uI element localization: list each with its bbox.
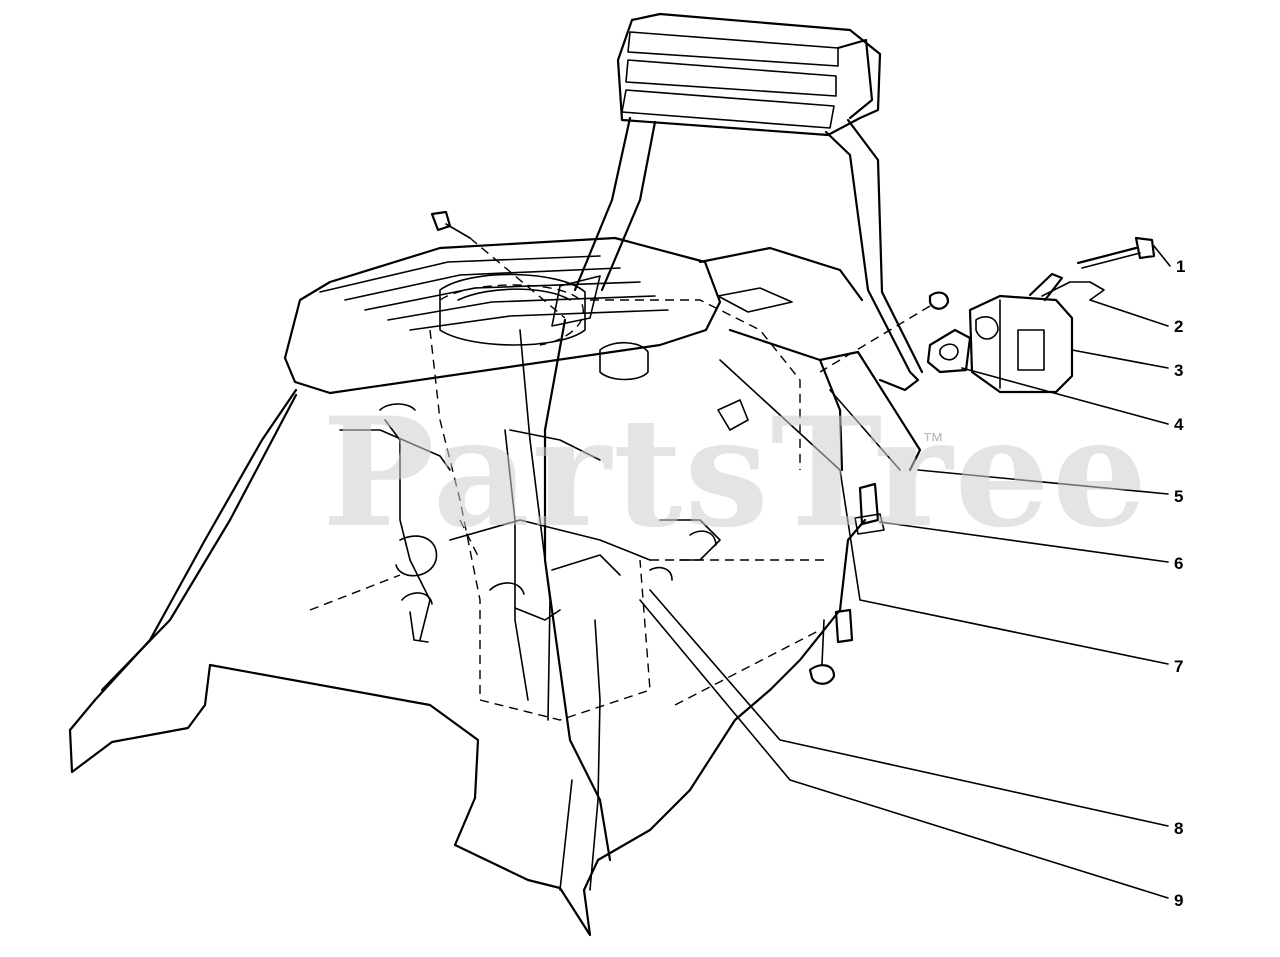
fender-body <box>68 328 867 937</box>
tank-cover <box>283 236 864 395</box>
callout-6: 6 <box>1174 554 1184 573</box>
leader-lines <box>639 245 1171 899</box>
callout-8: 8 <box>1174 819 1184 838</box>
engine <box>309 273 830 721</box>
gasket <box>926 328 972 374</box>
muffler <box>968 281 1105 394</box>
watermark-text: PartsTree <box>322 385 1150 561</box>
seat-frame <box>573 116 924 392</box>
callout-4: 4 <box>1174 415 1184 434</box>
carriage-bolt <box>819 291 950 373</box>
callout-1: 1 <box>1176 257 1186 276</box>
spacer <box>854 482 885 535</box>
seat-bolt <box>430 210 566 319</box>
muffler-bolt <box>1076 236 1156 269</box>
callout-9: 9 <box>1174 891 1184 910</box>
callout-7: 7 <box>1174 657 1184 676</box>
cables <box>504 318 612 862</box>
watermark-trademark: ™ <box>922 428 944 453</box>
seat-back <box>616 12 882 137</box>
lower-bolt <box>808 608 854 685</box>
callout-3: 3 <box>1174 361 1184 380</box>
callout-2: 2 <box>1174 317 1184 336</box>
heat-shield <box>818 350 922 472</box>
exhaust-pipe <box>1028 272 1064 302</box>
callout-5: 5 <box>1174 487 1184 506</box>
